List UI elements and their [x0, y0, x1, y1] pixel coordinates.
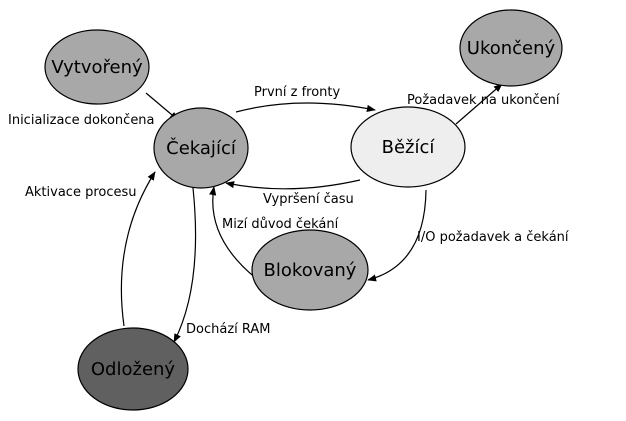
node-vytvoreny-shape — [44, 29, 150, 105]
node-vytvoreny-label: Vytvořený — [51, 57, 143, 78]
label-dochazi-ram: Dochází RAM — [186, 322, 271, 337]
label-pozadavek-na-ukonceni: Požadavek na ukončení — [407, 93, 560, 108]
node-ukonceny-shape — [459, 9, 563, 87]
label-io-pozadavek: I/O požadavek a čekání — [417, 230, 569, 245]
node-vytvoreny: Vytvořený — [44, 29, 150, 105]
node-odlozeny: Odložený — [77, 327, 189, 411]
label-inicializace-dokoncena: Inicializace dokončena — [8, 113, 155, 128]
node-cekajici-shape — [153, 107, 249, 189]
edge-cekajici-to-bezici — [235, 102, 376, 113]
edge-cekajici-to-odlozeny — [173, 187, 197, 343]
label-prvni-z-fronty: První z fronty — [254, 85, 341, 100]
edge-bezici-to-ukonceny — [455, 83, 503, 125]
label-mizi-duvod-cekani: Mizí důvod čekání — [222, 217, 339, 232]
node-odlozeny-label: Odložený — [91, 359, 176, 380]
edge-blokovany-to-cekajici — [209, 186, 263, 284]
node-cekajici-label: Čekající — [166, 137, 237, 159]
node-cekajici: Čekající — [153, 107, 249, 189]
edge-bezici-to-cekajici — [225, 179, 361, 190]
label-aktivace-procesu: Aktivace procesu — [25, 185, 137, 200]
label-vyprseni-casu: Vypršení času — [263, 192, 354, 207]
node-bezici-shape — [350, 106, 466, 188]
node-bezici: Běžící — [350, 106, 466, 188]
node-odlozeny-shape — [77, 327, 189, 411]
node-ukonceny: Ukončený — [459, 9, 563, 87]
edge-bezici-to-blokovany — [367, 189, 427, 282]
node-blokovany-shape — [251, 229, 369, 311]
node-blokovany: Blokovaný — [251, 229, 369, 311]
node-bezici-label: Běžící — [382, 137, 436, 158]
node-blokovany-label: Blokovaný — [264, 260, 357, 281]
node-ukonceny-label: Ukončený — [467, 38, 556, 59]
edge-odlozeny-to-cekajici — [120, 171, 156, 327]
